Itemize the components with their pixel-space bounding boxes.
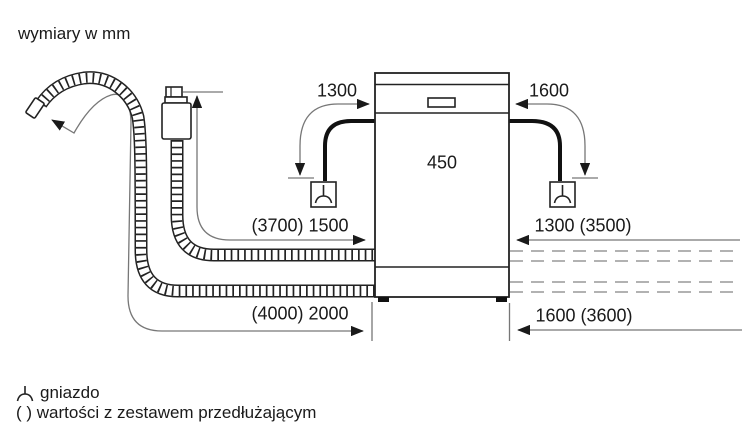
supply-hose: [170, 140, 376, 262]
dishwasher: [374, 72, 510, 302]
legend-brackets-note: ( ) wartości z zestawem przedłużającym: [16, 403, 317, 422]
dim-label-drain-left: (4000) 2000: [251, 303, 349, 324]
dim-label-supply-left: (3700) 1500: [251, 215, 349, 236]
drain-hose: [25, 71, 376, 298]
socket-left-icon: [310, 181, 337, 208]
dim-leader-1300: [294, 98, 370, 176]
legend-socket-label: gniazdo: [40, 383, 100, 402]
power-cord-left: [323, 119, 375, 181]
control-panel-display: [427, 97, 456, 108]
dim-label-drain-right: 1600 (3600): [535, 305, 633, 326]
power-cord-right: [509, 119, 562, 181]
dim-label-cord-left: 1300: [316, 80, 358, 101]
socket-right-icon: [549, 181, 576, 208]
dim-label-supply-right: 1300 (3500): [534, 215, 632, 236]
foot-right: [496, 297, 507, 302]
dim-leader-1600: [515, 98, 591, 176]
hose-continuation-dashed: [510, 250, 740, 293]
units-note: wymiary w mm: [18, 24, 131, 43]
foot-left: [378, 297, 389, 302]
dim-label-cord-right: 1600: [528, 80, 570, 101]
drain-hose-end-fitting: [25, 97, 45, 119]
dim-label-width: 450: [426, 152, 458, 173]
legend-socket-icon: [16, 386, 34, 402]
aquastop-valve-icon: [161, 86, 192, 140]
